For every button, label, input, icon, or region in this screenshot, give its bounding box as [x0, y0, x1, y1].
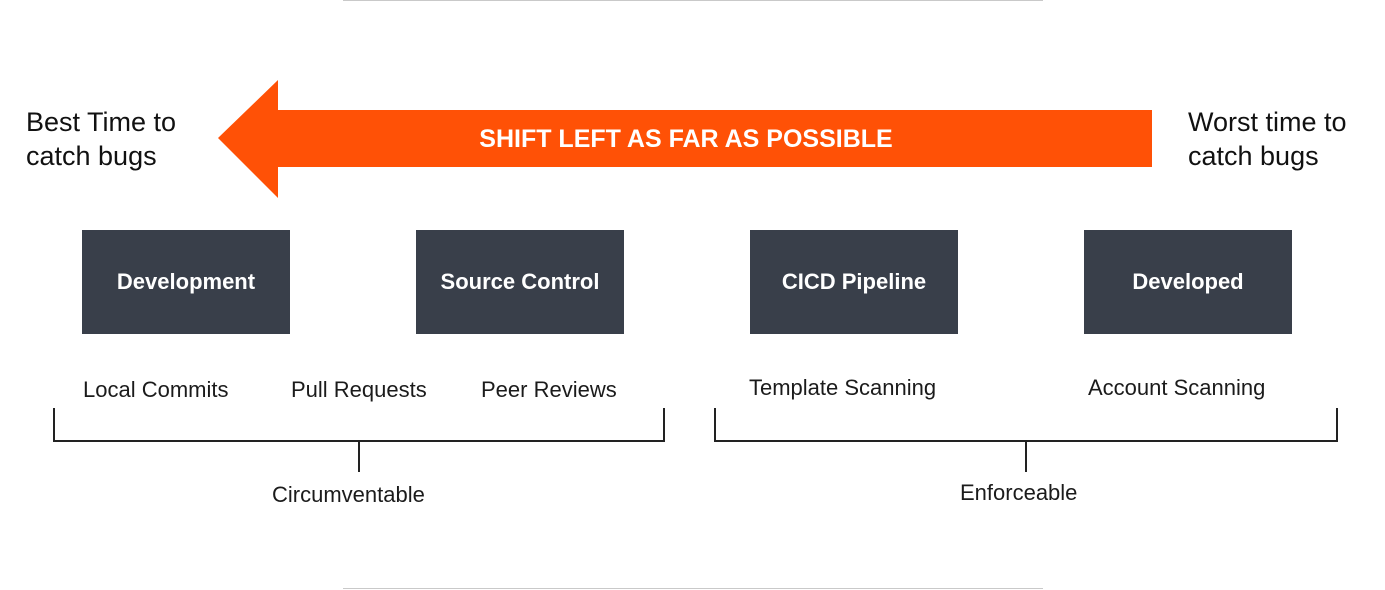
stage-label-developed: Developed	[1132, 269, 1244, 294]
stage-label-cicd-pipeline: CICD Pipeline	[781, 269, 927, 294]
stage-box-developed: Developed	[1084, 230, 1292, 334]
best-time-label: Best Time to catch bugs	[26, 105, 176, 173]
activity-local-commits: Local Commits	[83, 377, 229, 402]
worst-time-line2: catch bugs	[1188, 141, 1319, 171]
worst-time-label: Worst time to catch bugs	[1188, 105, 1347, 173]
worst-time-line1: Worst time to	[1188, 107, 1347, 137]
best-time-line2: catch bugs	[26, 141, 157, 171]
group-label-circumventable: Circumventable	[272, 482, 425, 507]
stage-label-source-control: Source Control	[440, 269, 600, 294]
bottom-frame-line	[343, 588, 1043, 589]
arrow-text: SHIFT LEFT AS FAR AS POSSIBLE	[479, 125, 892, 153]
best-time-line1: Best Time to	[26, 107, 177, 137]
right-group-bracket	[714, 408, 1338, 442]
top-frame-line	[343, 0, 1043, 1]
stage-box-source-control: Source Control	[416, 230, 624, 334]
left-group-stem	[358, 441, 360, 472]
stage-label-development: Development	[116, 269, 256, 294]
arrow-left-icon	[218, 80, 1152, 198]
stage-box-development: Development	[82, 230, 290, 334]
activity-template-scanning: Template Scanning	[749, 375, 937, 400]
right-group-stem	[1025, 441, 1027, 472]
activity-pull-requests: Pull Requests	[291, 377, 427, 402]
group-label-enforceable: Enforceable	[960, 480, 1078, 505]
activity-account-scanning: Account Scanning	[1088, 375, 1266, 400]
left-group-bracket	[53, 408, 665, 442]
activity-peer-reviews: Peer Reviews	[481, 377, 617, 402]
stage-box-cicd-pipeline: CICD Pipeline	[750, 230, 958, 334]
